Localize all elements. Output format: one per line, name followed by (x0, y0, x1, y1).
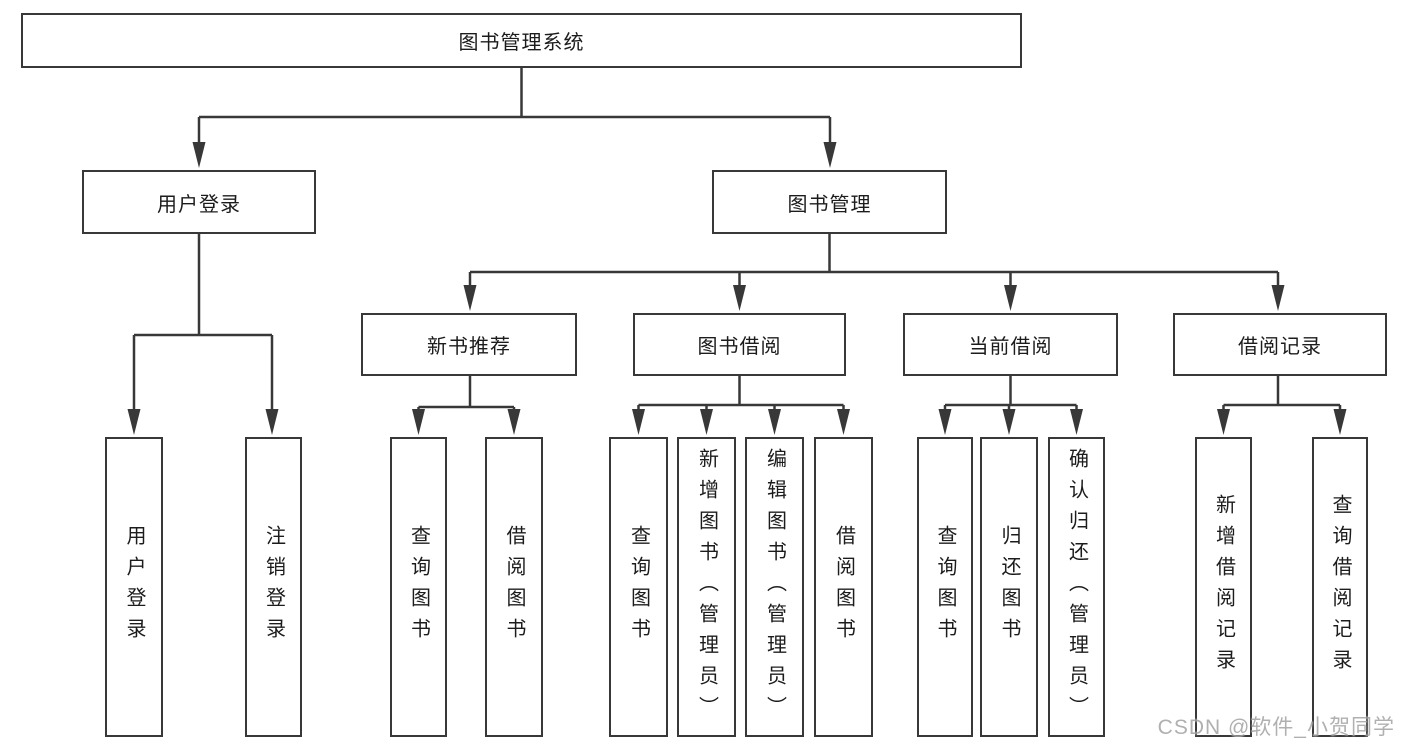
leaf-confirm-return-admin-label: 确认归还（管理员） (1065, 447, 1088, 727)
leaf-edit-books-admin: 编辑图书（管理员） (745, 437, 804, 737)
leaf-recommend-borrow-books-label: 借阅图书 (503, 525, 525, 649)
node-user-login-label: 用户登录 (157, 193, 241, 216)
leaf-add-books-admin-label: 新增图书（管理员） (695, 447, 718, 727)
csdn-watermark: CSDN @软件_小贺同学 (1157, 716, 1395, 739)
node-current-borrow-label: 当前借阅 (968, 336, 1053, 358)
node-new-book-recommend-label: 新书推荐 (427, 336, 511, 358)
node-user-login: 用户登录 (82, 170, 316, 234)
leaf-recommend-query-books: 查询图书 (390, 437, 447, 737)
node-root-label: 图书管理系统 (458, 32, 585, 54)
leaf-return-books: 归还图书 (980, 437, 1038, 737)
leaf-confirm-return-admin: 确认归还（管理员） (1048, 437, 1105, 737)
leaf-borrow-query-books: 查询图书 (609, 437, 668, 737)
node-book-borrow-label: 图书借阅 (697, 336, 782, 358)
leaf-recommend-query-books-label: 查询图书 (407, 525, 430, 649)
leaf-current-query-books-label: 查询图书 (934, 525, 956, 649)
leaf-query-borrow-record: 查询借阅记录 (1312, 437, 1368, 737)
leaf-borrow-books-label: 借阅图书 (832, 525, 855, 649)
leaf-user-login: 用户登录 (105, 437, 163, 737)
node-borrow-records-label: 借阅记录 (1238, 336, 1322, 358)
leaf-logout: 注销登录 (245, 437, 302, 737)
leaf-borrow-query-books-label: 查询图书 (627, 525, 650, 649)
leaf-current-query-books: 查询图书 (917, 437, 973, 737)
node-book-management-label: 图书管理 (787, 193, 872, 216)
leaf-query-borrow-record-label: 查询借阅记录 (1329, 494, 1351, 680)
leaf-add-borrow-record-label: 新增借阅记录 (1212, 494, 1235, 680)
node-new-book-recommend: 新书推荐 (361, 313, 577, 376)
node-root-system: 图书管理系统 (21, 13, 1022, 68)
leaf-add-books-admin: 新增图书（管理员） (677, 437, 736, 737)
node-current-borrow: 当前借阅 (903, 313, 1118, 376)
leaf-logout-label: 注销登录 (262, 525, 285, 649)
node-book-management: 图书管理 (712, 170, 947, 234)
leaf-add-borrow-record: 新增借阅记录 (1195, 437, 1252, 737)
leaf-return-books-label: 归还图书 (998, 525, 1020, 649)
node-borrow-records: 借阅记录 (1173, 313, 1387, 376)
node-book-borrow: 图书借阅 (633, 313, 846, 376)
leaf-recommend-borrow-books: 借阅图书 (485, 437, 543, 737)
leaf-user-login-label: 用户登录 (123, 525, 145, 649)
leaf-edit-books-admin-label: 编辑图书（管理员） (763, 447, 786, 727)
leaf-borrow-books: 借阅图书 (814, 437, 873, 737)
